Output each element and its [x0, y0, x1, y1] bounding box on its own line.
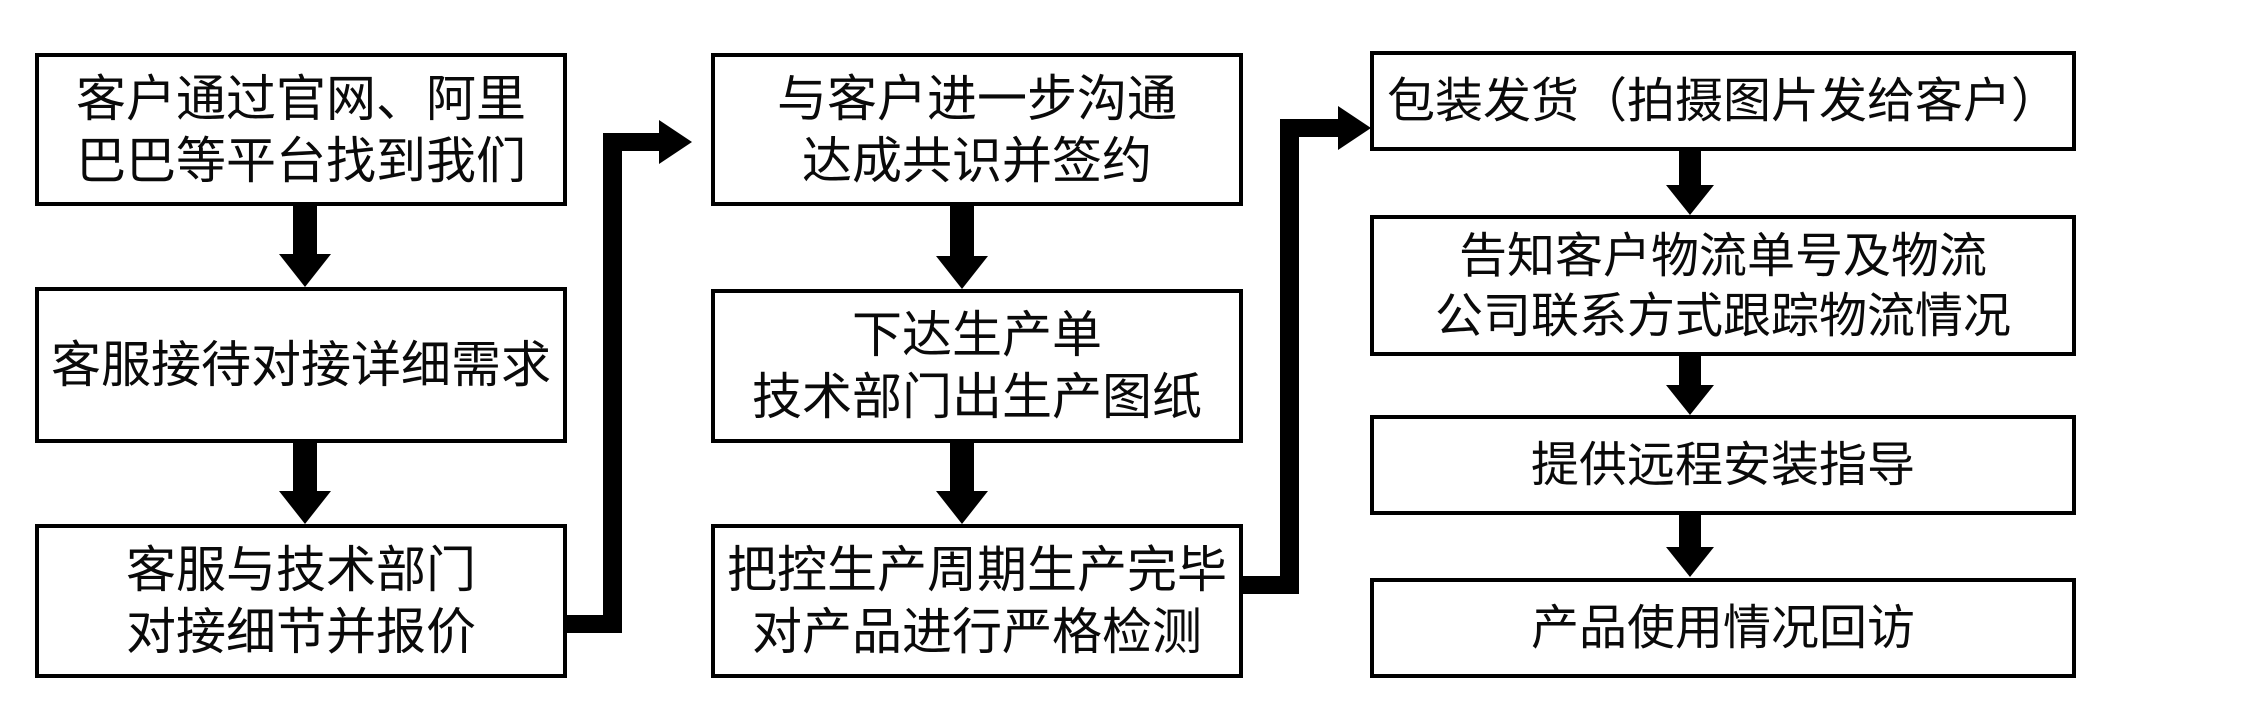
- elbow-connector-vertical: [603, 133, 622, 633]
- step-text-line: 包装发货（拍摄图片发给客户）: [1386, 73, 2059, 129]
- arrow-down-shaft: [1679, 151, 1701, 187]
- step-communicate-sign-contract-box: 与客户进一步沟通 达成共识并签约: [711, 53, 1243, 206]
- arrow-down-head-icon: [279, 491, 331, 524]
- step-customer-finds-us-box: 客户通过官网、阿里 巴巴等平台找到我们: [35, 53, 567, 206]
- arrow-down-head-icon: [1666, 385, 1714, 415]
- step-text-line: 提供远程安装指导: [1530, 437, 1915, 493]
- step-product-usage-followup-box: 产品使用情况回访: [1370, 578, 2076, 678]
- arrow-down-shaft: [293, 206, 317, 256]
- arrow-down-shaft: [293, 443, 317, 493]
- elbow-connector-top: [1280, 119, 1338, 137]
- step-text-line: 巴巴等平台找到我们: [76, 131, 526, 190]
- arrow-down-head-icon: [936, 491, 988, 524]
- step-text-line: 技术部门出生产图纸: [752, 368, 1202, 426]
- step-text-line: 客户通过官网、阿里: [76, 69, 526, 128]
- step-text-line: 对接细节并报价: [126, 603, 476, 661]
- step-text-line: 产品使用情况回访: [1530, 600, 1915, 656]
- step-text-line: 对产品进行严格检测: [752, 603, 1202, 661]
- arrow-down-shaft: [950, 443, 974, 493]
- step-logistics-tracking-info-box: 告知客户物流单号及物流 公司联系方式跟踪物流情况: [1370, 215, 2076, 356]
- step-text-line: 与客户进一步沟通: [777, 69, 1177, 128]
- arrow-right-head-icon: [659, 120, 692, 164]
- step-service-receives-requirements-box: 客服接待对接详细需求: [35, 287, 567, 443]
- step-text-line: 公司联系方式跟踪物流情况: [1434, 287, 2011, 344]
- step-text-line: 客服接待对接详细需求: [51, 336, 551, 394]
- arrow-down-head-icon: [1666, 185, 1714, 215]
- arrow-down-shaft: [950, 206, 974, 258]
- arrow-right-head-icon: [1338, 106, 1371, 150]
- arrow-down-head-icon: [279, 254, 331, 287]
- arrow-down-shaft: [1679, 356, 1701, 387]
- arrow-down-head-icon: [1666, 547, 1714, 577]
- step-text-line: 达成共识并签约: [802, 131, 1152, 190]
- arrow-down-head-icon: [936, 256, 988, 289]
- step-text-line: 下达生产单: [852, 306, 1102, 364]
- step-production-quality-check-box: 把控生产周期生产完毕 对产品进行严格检测: [711, 524, 1243, 678]
- step-packaging-shipping-box: 包装发货（拍摄图片发给客户）: [1370, 51, 2076, 151]
- arrow-down-shaft: [1679, 515, 1701, 549]
- step-remote-install-guidance-box: 提供远程安装指导: [1370, 415, 2076, 515]
- step-text-line: 把控生产周期生产完毕: [727, 541, 1227, 599]
- step-service-tech-quote-box: 客服与技术部门 对接细节并报价: [35, 524, 567, 678]
- elbow-connector-vertical: [1280, 119, 1299, 594]
- step-text-line: 告知客户物流单号及物流: [1458, 227, 1987, 284]
- step-production-order-drawings-box: 下达生产单 技术部门出生产图纸: [711, 289, 1243, 443]
- step-text-line: 客服与技术部门: [126, 541, 476, 599]
- elbow-connector-top: [603, 133, 659, 151]
